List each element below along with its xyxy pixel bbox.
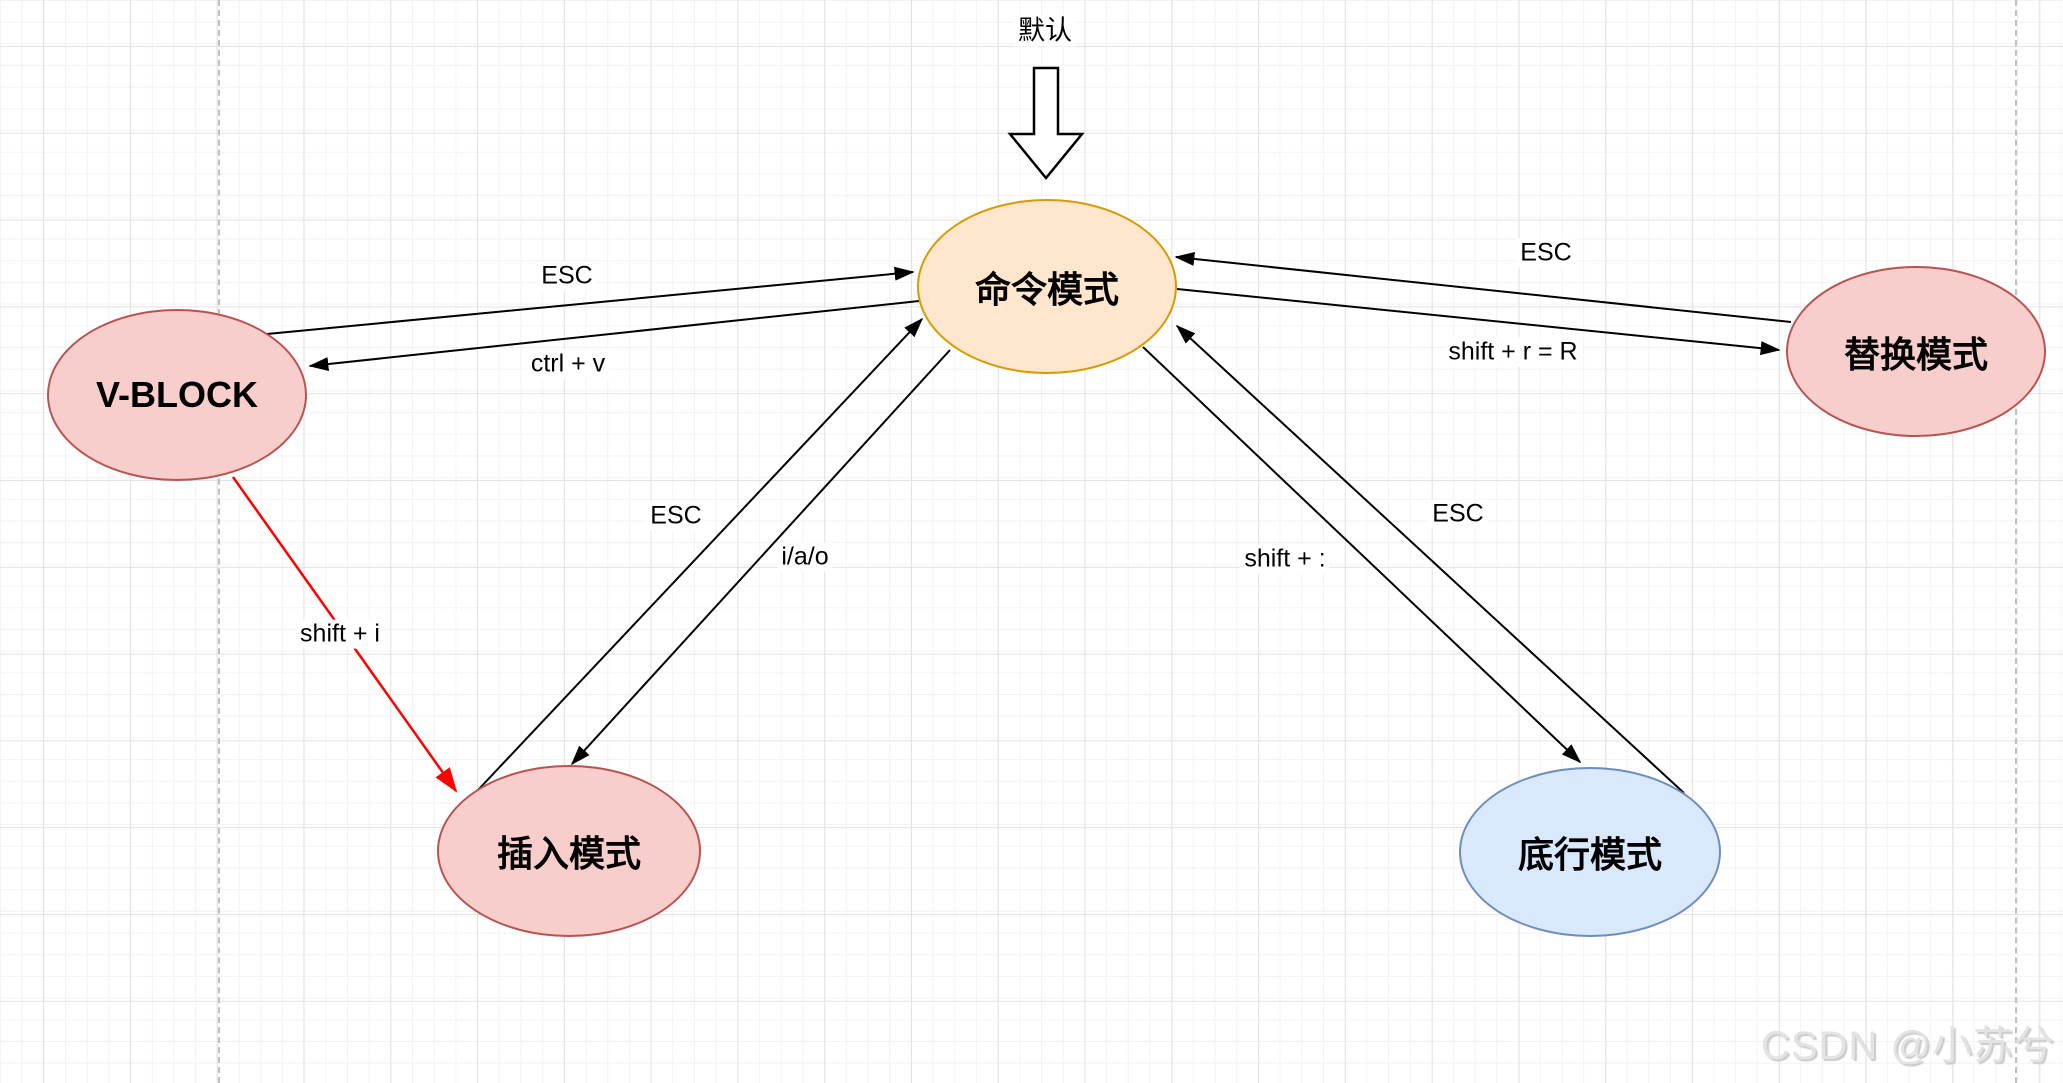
- label-command-to-replace: shift + r = R: [1444, 337, 1582, 367]
- label-default-entry: 默认: [1014, 15, 1076, 47]
- label-command-to-bottomline: shift + :: [1240, 544, 1330, 574]
- node-vblock-mode: V-BLOCK: [47, 309, 307, 481]
- edge-command-to-replace: [1176, 288, 1781, 356]
- edge-command-to-bottomline: [1142, 346, 1582, 764]
- node-insert-mode: 插入模式: [437, 765, 701, 937]
- node-command-mode: 命令模式: [917, 199, 1177, 374]
- edge-insert-to-command: [477, 317, 924, 791]
- label-command-to-insert: i/a/o: [777, 542, 833, 572]
- label-replace-to-command: ESC: [1516, 238, 1576, 268]
- node-replace-mode: 替换模式: [1786, 266, 2046, 437]
- node-insert-mode-label: 插入模式: [496, 833, 641, 874]
- edge-replace-to-command: [1174, 251, 1792, 323]
- node-bottomline-mode-label: 底行模式: [1517, 834, 1662, 875]
- page-break-line-right: [2015, 0, 2017, 1083]
- edge-vblock-to-command: [266, 266, 915, 335]
- csdn-watermark: CSDN @小苏兮: [1760, 1024, 2055, 1068]
- edge-command-to-insert: [570, 349, 951, 766]
- label-command-to-vblock: ctrl + v: [526, 349, 610, 379]
- edge-command-to-vblock: [308, 300, 920, 372]
- page-break-line-left: [218, 0, 220, 1083]
- node-command-mode-label: 命令模式: [974, 268, 1119, 310]
- node-bottomline-mode: 底行模式: [1459, 767, 1721, 937]
- label-vblock-to-command: ESC: [537, 261, 597, 291]
- label-bottomline-to-command: ESC: [1428, 499, 1488, 529]
- node-vblock-mode-label: V-BLOCK: [96, 374, 258, 415]
- default-entry-arrow: [1007, 66, 1085, 180]
- label-insert-to-command: ESC: [646, 501, 706, 531]
- node-replace-mode-label: 替换模式: [1843, 333, 1988, 375]
- edge-bottomline-to-command: [1175, 324, 1685, 794]
- label-vblock-to-insert: shift + i: [296, 619, 384, 649]
